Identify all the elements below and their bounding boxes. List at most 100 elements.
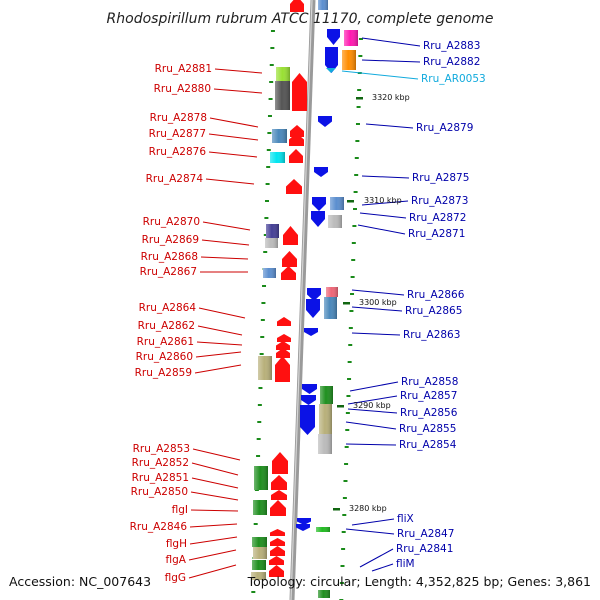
gene-box-shade (276, 67, 290, 81)
gene-label[interactable]: Rru_A2865 (405, 305, 462, 317)
forward-gene-arrow (277, 317, 291, 326)
tick-mark (347, 378, 352, 380)
gene-box-shade (272, 129, 287, 143)
gene-label[interactable]: Rru_A2861 (137, 336, 194, 348)
tick-mark (267, 115, 272, 117)
gene-label[interactable]: fliX (397, 513, 414, 525)
gene-label[interactable]: Rru_A2869 (142, 234, 199, 246)
tick-mark (353, 208, 357, 210)
gene-label[interactable]: Rru_A2878 (150, 112, 207, 124)
tick-mark (260, 336, 265, 338)
gene-label[interactable]: Rru_A2856 (400, 407, 458, 419)
tick-mark (267, 132, 272, 134)
leader-line (371, 563, 394, 572)
gene-label[interactable]: Rru_A2850 (131, 486, 188, 498)
gene-label[interactable]: Rru_A2841 (396, 543, 453, 555)
gene-label[interactable]: Rru_A2853 (133, 443, 190, 455)
kbp-label-3320: 3320 kbp (372, 93, 410, 102)
gene-label[interactable]: Rru_A2871 (408, 228, 465, 240)
kbp-label-3290: 3290 kbp (353, 401, 391, 410)
kbp-label-3280: 3280 kbp (349, 504, 387, 513)
gene-box-shade (324, 297, 337, 319)
gene-label[interactable]: Rru_A2880 (154, 83, 211, 95)
tick-mark (269, 64, 274, 66)
label-leader-lines (188, 37, 421, 579)
leader-line (197, 325, 243, 336)
leader-line (351, 332, 401, 336)
gene-label[interactable]: Rru_A2859 (135, 367, 192, 379)
gene-label-rna[interactable]: Rru_AR0053 (421, 73, 486, 85)
tick-mark (269, 81, 274, 83)
gene-box-shade (318, 434, 332, 454)
leader-line (190, 509, 239, 512)
gene-label[interactable]: Rru_A2855 (399, 423, 456, 435)
tick-mark (266, 166, 271, 168)
gene-label[interactable]: flgH (166, 538, 187, 550)
gene-box-shade (263, 268, 276, 278)
tick-mark (251, 591, 256, 593)
tick-mark (358, 38, 363, 40)
gene-label[interactable]: Rru_A2873 (411, 195, 468, 207)
gene-box-shade (316, 527, 330, 532)
gene-label[interactable]: Rru_A2867 (140, 266, 197, 278)
tick-mark (260, 319, 265, 321)
gene-label[interactable]: Rru_A2875 (412, 172, 469, 184)
tick-mark (342, 497, 347, 499)
reverse-gene-arrow (297, 518, 311, 525)
gene-box-shade (251, 572, 266, 580)
left-gene-labels: Rru_A2881 Rru_A2880 Rru_A2878 Rru_A2877 … (130, 63, 212, 584)
gene-label[interactable]: fliM (396, 558, 415, 570)
reverse-gene-arrow (318, 116, 332, 127)
tick-mark (339, 582, 344, 584)
gene-label[interactable]: Rru_A2882 (423, 56, 480, 68)
gene-label[interactable]: Rru_A2854 (399, 439, 457, 451)
gene-label[interactable]: flgA (166, 554, 187, 566)
gene-box-shade (275, 81, 290, 110)
reverse-gene-arrow (325, 47, 338, 73)
tick-mark (355, 123, 360, 125)
leader-line (195, 351, 242, 358)
leader-line (208, 151, 258, 158)
gene-label[interactable]: Rru_A2851 (132, 472, 189, 484)
gene-label[interactable]: Rru_A2881 (155, 63, 212, 75)
gene-label[interactable]: Rru_A2863 (403, 329, 460, 341)
gene-label[interactable]: Rru_A2872 (409, 212, 466, 224)
kbp-tick (333, 508, 340, 511)
forward-gene-arrow (286, 179, 302, 194)
leader-line (189, 523, 238, 528)
gene-label[interactable]: Rru_A2847 (397, 528, 454, 540)
gene-label[interactable]: Rru_A2846 (130, 521, 188, 533)
gene-label[interactable]: Rru_A2852 (132, 457, 189, 469)
gene-label[interactable]: Rru_A2858 (401, 376, 458, 388)
genome-backbone (289, 0, 316, 600)
tick-mark (264, 217, 269, 219)
gene-label[interactable]: Rru_A2879 (416, 122, 473, 134)
gene-label[interactable]: Rru_A2874 (146, 173, 204, 185)
gene-box-shade (320, 386, 333, 404)
kbp-tick (337, 405, 344, 408)
gene-box-shade (252, 560, 266, 570)
gene-label[interactable]: Rru_A2862 (138, 320, 195, 332)
gene-label[interactable]: Rru_A2883 (423, 40, 480, 52)
leader-line (345, 528, 395, 535)
gene-label[interactable]: Rru_A2876 (149, 146, 207, 158)
gene-label[interactable]: Rru_A2877 (149, 128, 206, 140)
gene-label[interactable]: Rru_A2870 (143, 216, 200, 228)
gene-box-shade (254, 466, 268, 490)
gene-box-shade (330, 197, 344, 210)
leader-line (208, 133, 259, 141)
reverse-gene-arrow (296, 524, 310, 531)
gene-label[interactable]: flgG (165, 572, 186, 584)
gene-label[interactable]: Rru_A2866 (407, 289, 465, 301)
tick-mark (344, 463, 349, 465)
leader-line (365, 123, 414, 129)
gene-label[interactable]: Rru_A2860 (136, 351, 193, 363)
reverse-gene-arrow (306, 299, 320, 318)
tick-mark (253, 523, 258, 525)
gene-label[interactable]: flgI (172, 504, 188, 516)
gene-label[interactable]: Rru_A2857 (400, 390, 457, 402)
gene-label[interactable]: Rru_A2864 (139, 302, 197, 314)
gene-label[interactable]: Rru_A2868 (141, 251, 198, 263)
tick-mark (263, 251, 268, 253)
page-title: Rhodospirillum rubrum ATCC 11170, comple… (107, 11, 494, 27)
